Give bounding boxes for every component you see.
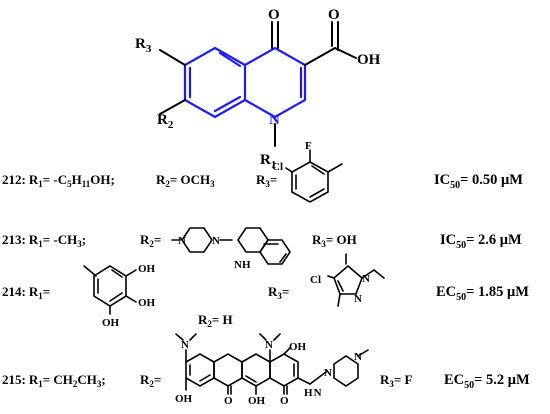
compound-id: 215:R1= CH2CH3; bbox=[2, 372, 106, 389]
dimethylamino-nitrogen: N bbox=[181, 339, 189, 351]
quinoline-nh: NH bbox=[234, 259, 251, 271]
carbonyl-oxygen: O bbox=[224, 395, 233, 407]
hydroxyl-group: OH bbox=[175, 393, 193, 405]
quinolone-core: O O OH N R1 R2 R3 bbox=[135, 7, 381, 171]
r2-definition: R2= bbox=[140, 232, 161, 249]
compound-id: 212:R1= -C5H11OH; bbox=[2, 172, 115, 189]
chlorine-atom: Cl bbox=[272, 161, 283, 173]
compound-id: 213:R1= -CH3; bbox=[2, 232, 86, 249]
compound-row-214: 214:R1= OH OH OH R2= H R3= bbox=[2, 253, 529, 329]
pyrazole-nitrogen: N bbox=[362, 273, 370, 285]
activity-value: EC50= 1.85 μM bbox=[436, 284, 529, 303]
carbonyl-oxygen: O bbox=[280, 395, 289, 407]
core-r3: R3 bbox=[135, 36, 152, 55]
hydroxyl-group: OH bbox=[102, 317, 120, 329]
activity-value: IC50= 0.50 μM bbox=[434, 172, 523, 191]
piperazine-nitrogen: N bbox=[212, 235, 220, 247]
acid-hydroxyl: OH bbox=[357, 52, 381, 68]
compound-id: 214:R1= bbox=[2, 284, 50, 301]
r3-definition: R3= OH bbox=[312, 232, 357, 249]
methylpiperazinyl-quinoline-structure: N N NH bbox=[171, 227, 291, 271]
acid-carbonyl-oxygen: O bbox=[328, 7, 340, 23]
compound-row-215: 215:R1= CH2CH3; R2= bbox=[2, 333, 530, 407]
activity-value: IC50= 2.6 μM bbox=[440, 232, 522, 251]
r2-definition: R2= H bbox=[198, 312, 233, 329]
trihydroxybenzyl-structure: OH OH OH bbox=[83, 263, 156, 329]
chloropyrazole-structure: Cl N N bbox=[310, 253, 385, 307]
activity-value: EC50= 5.2 μM bbox=[444, 372, 530, 391]
piperazine-nitrogen: N bbox=[354, 351, 362, 363]
r3-definition: R3= F bbox=[380, 372, 413, 389]
r3-definition: R3= bbox=[256, 172, 277, 189]
hydroxyl-group: OH bbox=[138, 297, 156, 309]
compound-row-212: 212:R1= -C5H11OH; R2= OCH3 R3= F Cl IC50… bbox=[2, 140, 523, 203]
hydroxyl-group: OH bbox=[289, 341, 307, 353]
r2-definition: R2= OCH3 bbox=[156, 172, 215, 189]
core-r1: R1 bbox=[260, 152, 276, 171]
hydroxyl-group: OH bbox=[248, 395, 266, 407]
piperazine-nitrogen: N bbox=[178, 235, 186, 247]
piperazine-nitrogen: N bbox=[324, 367, 332, 379]
core-r2: R2 bbox=[157, 112, 174, 131]
fluorine-atom: F bbox=[305, 140, 312, 152]
chlorofluoromethylphenyl-structure: F Cl bbox=[272, 140, 343, 203]
hydroxyl-group: OH bbox=[138, 263, 156, 275]
r2-definition: R2= bbox=[140, 372, 161, 389]
chlorine-atom: Cl bbox=[310, 274, 321, 286]
tetracycline-scaffold-structure: N N OH OH O OH O HN N N bbox=[175, 333, 369, 407]
dimethylamino-nitrogen: N bbox=[265, 339, 273, 351]
keto-oxygen: O bbox=[268, 7, 280, 23]
r3-definition: R3= bbox=[268, 284, 289, 301]
ring-nitrogen: N bbox=[269, 112, 280, 128]
amide-nitrogen: HN bbox=[304, 387, 322, 399]
compound-row-213: 213:R1= -CH3; R2= N N NH R3= OH IC50= 2.… bbox=[2, 227, 522, 271]
pyrazole-nitrogen: N bbox=[354, 293, 362, 305]
